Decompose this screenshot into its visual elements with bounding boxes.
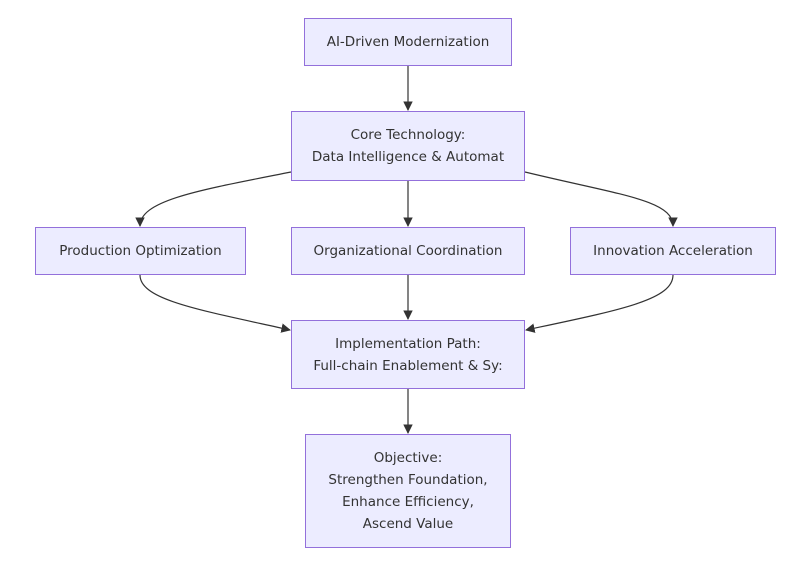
node-organizational-coordination: Organizational Coordination	[291, 227, 525, 275]
node-core-technology: Core Technology: Data Intelligence & Aut…	[291, 111, 525, 181]
node-label: AI-Driven Modernization	[326, 34, 490, 50]
edge-b-to-innovation	[524, 171, 678, 227]
node-label: Enhance Efficiency,	[342, 494, 474, 510]
node-label: Innovation Acceleration	[593, 243, 753, 259]
node-label: Production Optimization	[59, 243, 222, 259]
node-ai-driven-modernization: AI-Driven Modernization	[304, 18, 512, 66]
node-production-optimization: Production Optimization	[35, 227, 246, 275]
node-label: Implementation Path:	[335, 335, 481, 352]
edge-innovation-to-d	[525, 274, 674, 333]
node-label: Ascend Value	[362, 516, 454, 532]
edge-production-to-d	[139, 274, 291, 333]
node-label: Full-chain Enablement & Sy:	[313, 357, 503, 374]
node-label: Organizational Coordination	[313, 243, 503, 259]
node-label: Strengthen Foundation,	[328, 472, 488, 488]
node-innovation-acceleration: Innovation Acceleration	[570, 227, 776, 275]
node-label: Data Intelligence & Automat	[311, 149, 505, 165]
edge-b-to-production	[135, 171, 292, 227]
node-implementation-path: Implementation Path: Full-chain Enableme…	[291, 320, 525, 389]
node-label: Objective:	[373, 450, 443, 466]
node-label: Core Technology:	[350, 127, 466, 143]
node-objective: Objective: Strengthen Foundation, Enhanc…	[305, 434, 511, 548]
